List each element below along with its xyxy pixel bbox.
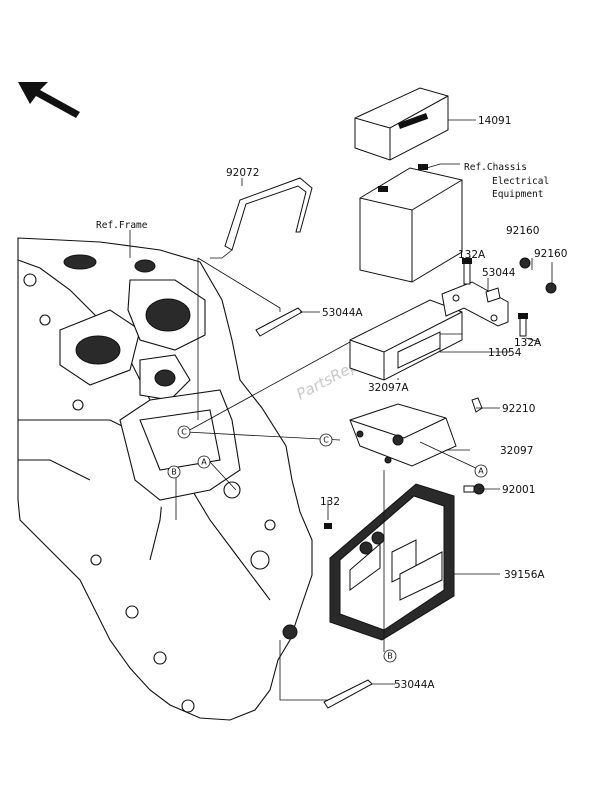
label-32097: 32097 — [500, 445, 533, 457]
svg-text:A: A — [201, 458, 207, 467]
label-ref-chassis-2: Electrical — [492, 176, 549, 187]
label-ref-chassis-3: Equipment — [492, 189, 543, 200]
label-92001: 92001 — [502, 484, 535, 496]
label-53044a-top: 53044A — [322, 307, 363, 319]
direction-arrow-icon — [18, 82, 80, 118]
label-39156a: 39156A — [504, 569, 545, 581]
callout-a-frame: A — [197, 455, 211, 469]
label-92210: 92210 — [502, 403, 535, 415]
collar-53044 — [485, 287, 501, 303]
rubber-strip-53044a-bottom — [323, 679, 373, 709]
bracket-32097 — [349, 403, 457, 467]
nut-92160-b — [545, 282, 557, 294]
bolt-132 — [324, 523, 332, 529]
label-92160-b: 92160 — [534, 248, 567, 260]
label-32097a: 32097A — [368, 382, 409, 394]
clip-92210 — [471, 397, 483, 413]
callout-c-frame: C — [177, 425, 191, 439]
label-14091: 14091 — [478, 115, 511, 127]
nut-92160-a — [519, 257, 531, 269]
svg-text:A: A — [478, 467, 484, 476]
battery-cover-14091 — [354, 87, 449, 161]
label-132: 132 — [320, 496, 340, 508]
callout-c-bracket: C — [319, 433, 333, 447]
label-ref-frame: Ref.Frame — [96, 220, 148, 231]
label-92072: 92072 — [226, 167, 259, 179]
battery-holder-32097a — [349, 299, 463, 381]
frame-assembly — [17, 237, 313, 721]
callout-b-frame: B — [167, 465, 181, 479]
svg-text:B: B — [387, 652, 393, 661]
bolt-132a-right — [518, 313, 528, 337]
battery-strap-92072 — [210, 177, 313, 259]
callout-b-case: B — [383, 649, 397, 663]
battery — [359, 164, 463, 283]
rubber-strip-53044a-top — [255, 307, 303, 337]
bolt-132a-top — [462, 258, 472, 285]
svg-text:C: C — [323, 436, 329, 445]
label-132a-right: 132A — [514, 337, 542, 349]
label-11054: 11054 — [488, 347, 522, 359]
battery-case-39156a — [329, 483, 455, 641]
label-92160-a: 92160 — [506, 225, 539, 237]
label-ref-chassis-1: Ref.Chassis — [464, 162, 527, 173]
callout-a-bracket: A — [474, 464, 488, 478]
label-53044: 53044 — [482, 267, 516, 279]
svg-text:B: B — [171, 468, 177, 477]
label-53044a-bottom: 53044A — [394, 679, 435, 691]
svg-text:C: C — [181, 428, 187, 437]
label-132a-top: 132A — [458, 249, 486, 261]
leader-lines — [129, 119, 553, 701]
